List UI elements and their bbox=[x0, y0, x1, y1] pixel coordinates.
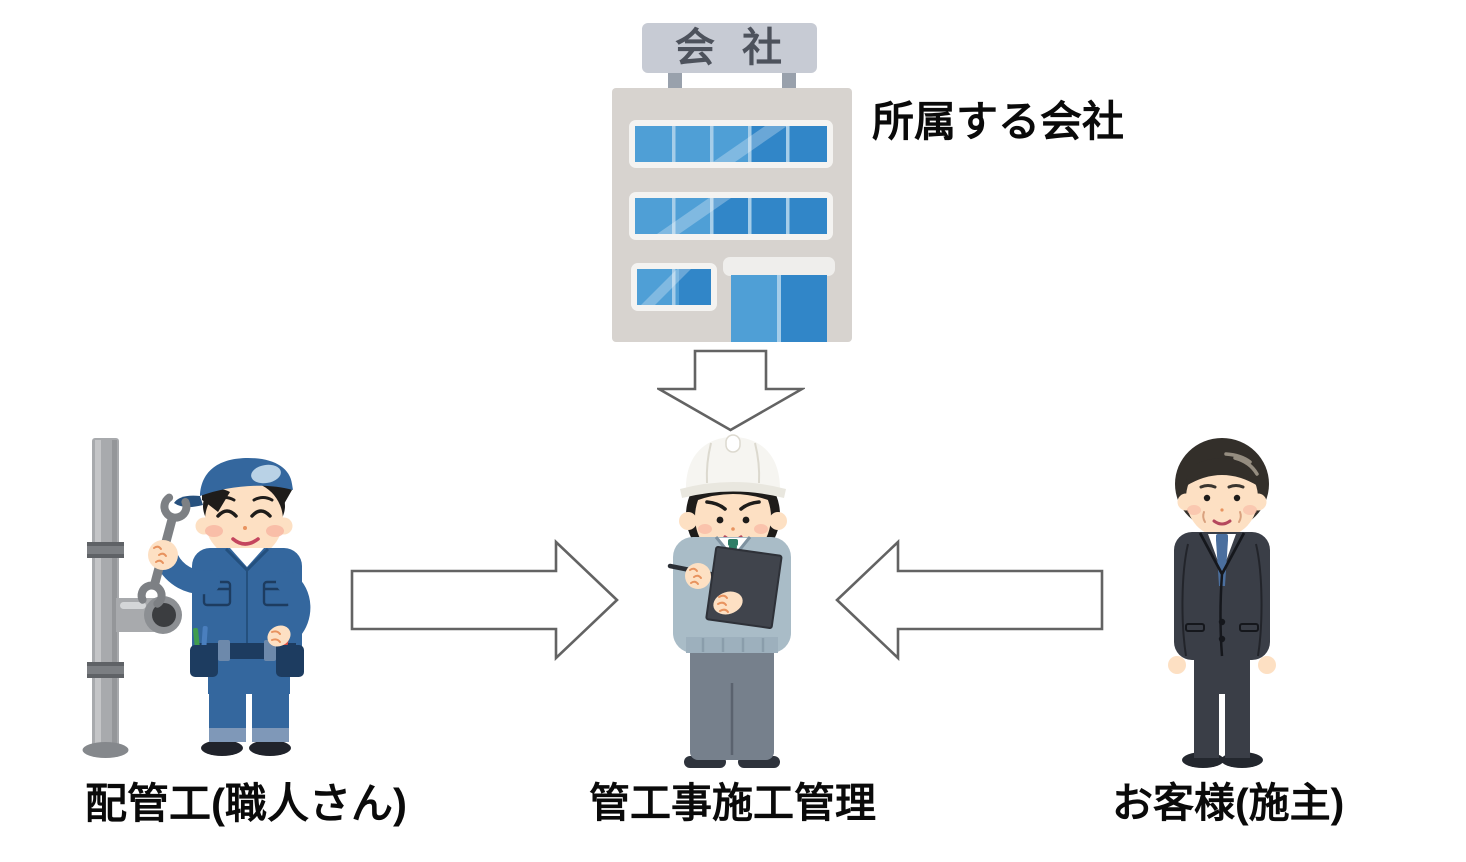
window-band bbox=[629, 120, 833, 168]
company-label: 所属する会社 bbox=[872, 98, 1125, 145]
plumber-label: 配管工(職人さん) bbox=[85, 780, 407, 827]
manager-label: 管工事施工管理 bbox=[589, 780, 876, 826]
customer-label: お客様(施主) bbox=[1112, 780, 1345, 826]
window-band bbox=[629, 192, 833, 240]
plumber-figure bbox=[137, 458, 311, 756]
arrow-customer-to-manager bbox=[835, 539, 1104, 661]
plumber-illustration bbox=[68, 432, 338, 767]
manager-illustration bbox=[628, 425, 848, 770]
clipboard-icon bbox=[705, 546, 783, 629]
customer-illustration bbox=[1142, 422, 1302, 772]
building-entrance bbox=[723, 257, 835, 342]
company-sign-text: 会社 bbox=[675, 26, 809, 70]
small-window bbox=[631, 263, 717, 311]
company-building-illustration: 会社 bbox=[595, 15, 875, 345]
arrow-plumber-to-manager bbox=[350, 539, 619, 661]
pipe bbox=[82, 438, 182, 758]
company-sign-board bbox=[642, 23, 817, 73]
arrow-company-to-manager bbox=[657, 349, 805, 432]
hard-hat-icon bbox=[680, 434, 786, 498]
